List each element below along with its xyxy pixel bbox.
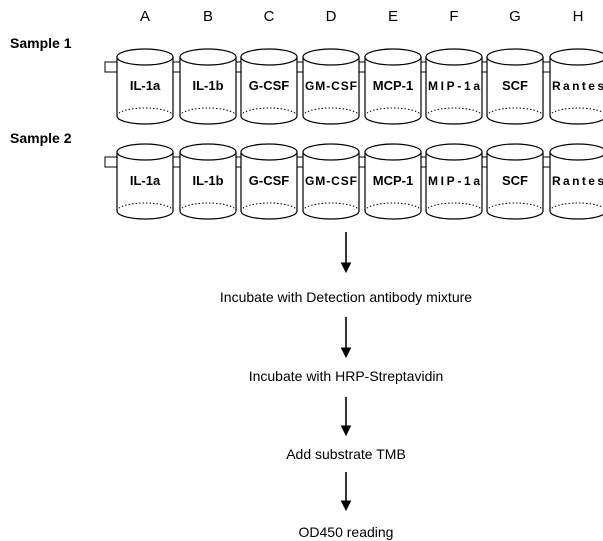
well-label: IL-1a — [130, 173, 161, 188]
well-label: SCF — [502, 173, 528, 188]
well: MCP-1 — [364, 143, 422, 220]
column-header-c: C — [264, 8, 275, 25]
well: IL-1a — [116, 143, 174, 220]
well-label: MCP-1 — [373, 173, 413, 188]
column-header-f: F — [449, 8, 458, 25]
well-label: MIP-1a — [428, 174, 480, 188]
well: MIP-1a — [425, 143, 483, 220]
column-header-h: H — [573, 8, 584, 25]
strip-sample-1: Sample 1 IL-1a IL-1b G-CSF GM-CSF MCP-1 MIP-1a… — [10, 35, 603, 125]
well: GM-CSF — [302, 48, 360, 125]
step-1: Incubate with Detection antibody mixture — [220, 289, 472, 305]
well: SCF — [486, 48, 544, 125]
well-label: GM-CSF — [305, 174, 357, 188]
well: IL-1a — [116, 48, 174, 125]
well-label: G-CSF — [249, 78, 290, 93]
procedure-flow: Incubate with Detection antibody mixture… — [220, 232, 472, 540]
well-label: IL-1b — [192, 173, 223, 188]
well: MCP-1 — [364, 48, 422, 125]
down-arrow — [340, 472, 352, 512]
column-header-a: A — [140, 8, 150, 25]
well: SCF — [486, 143, 544, 220]
strip-connector — [104, 61, 119, 73]
column-header-g: G — [509, 8, 521, 25]
step-2: Incubate with HRP-Streptavidin — [249, 368, 444, 384]
well: Rantes — [549, 48, 603, 125]
well: GM-CSF — [302, 143, 360, 220]
column-header-b: B — [203, 8, 213, 25]
well: MIP-1a — [425, 48, 483, 125]
column-header-e: E — [388, 8, 398, 25]
column-header-d: D — [326, 8, 337, 25]
well-label: Rantes — [552, 79, 603, 93]
strip-label: Sample 2 — [10, 130, 72, 146]
well-label: Rantes — [552, 174, 603, 188]
well: G-CSF — [240, 143, 298, 220]
well-label: IL-1a — [130, 78, 161, 93]
well-label: IL-1b — [192, 78, 223, 93]
well: IL-1b — [179, 48, 237, 125]
well-label: MCP-1 — [373, 78, 413, 93]
down-arrow — [340, 232, 352, 274]
well: IL-1b — [179, 143, 237, 220]
well-label: MIP-1a — [428, 79, 480, 93]
well: G-CSF — [240, 48, 298, 125]
down-arrow — [340, 397, 352, 437]
well-label: G-CSF — [249, 173, 290, 188]
strip-connector — [104, 156, 119, 168]
step-4: OD450 reading — [299, 524, 394, 540]
strip-sample-2: Sample 2 IL-1a IL-1b G-CSF GM-CSF MCP-1 MIP-1a… — [10, 130, 603, 220]
strip-label: Sample 1 — [10, 35, 72, 51]
step-3: Add substrate TMB — [286, 446, 406, 462]
well-label: GM-CSF — [305, 79, 357, 93]
column-headers: A B C D E F G H — [140, 8, 583, 25]
well-label: SCF — [502, 78, 528, 93]
well: Rantes — [549, 143, 603, 220]
down-arrow — [340, 317, 352, 359]
